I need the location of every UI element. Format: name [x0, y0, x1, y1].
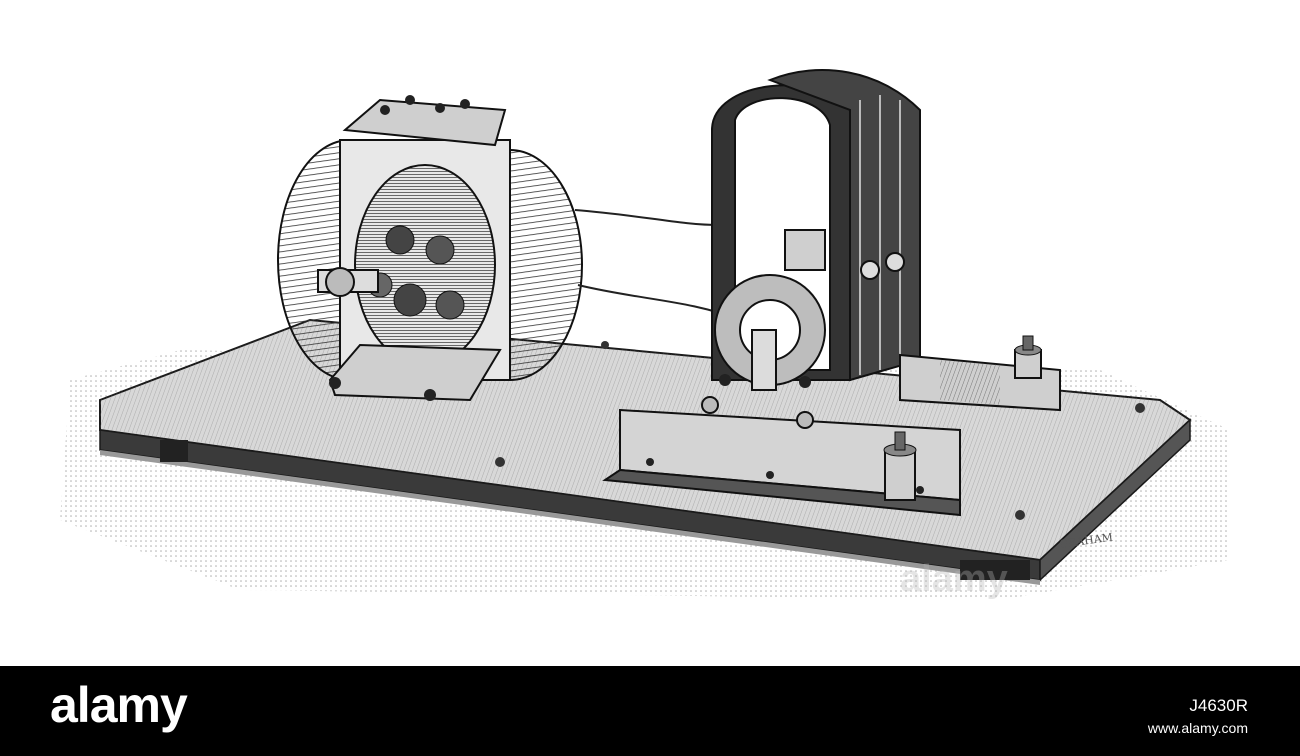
- binding-post-rear: [1014, 335, 1042, 379]
- engraving-illustration: GRAHAM: [60, 69, 1230, 600]
- stock-footer-bar: alamy J4630R www.alamy.com: [0, 666, 1300, 756]
- alamy-logo: alamy: [50, 677, 188, 733]
- binding-post-front: [883, 431, 917, 501]
- illustration-area: GRAHAM: [60, 69, 1230, 600]
- image-id-label: J4630R: [1189, 696, 1248, 715]
- electric-motor: [277, 95, 583, 402]
- slide-rail: [602, 353, 1061, 517]
- alamy-watermark: alamy: [900, 558, 1008, 600]
- site-url[interactable]: www.alamy.com: [1147, 720, 1248, 736]
- electromagnet: [711, 69, 921, 391]
